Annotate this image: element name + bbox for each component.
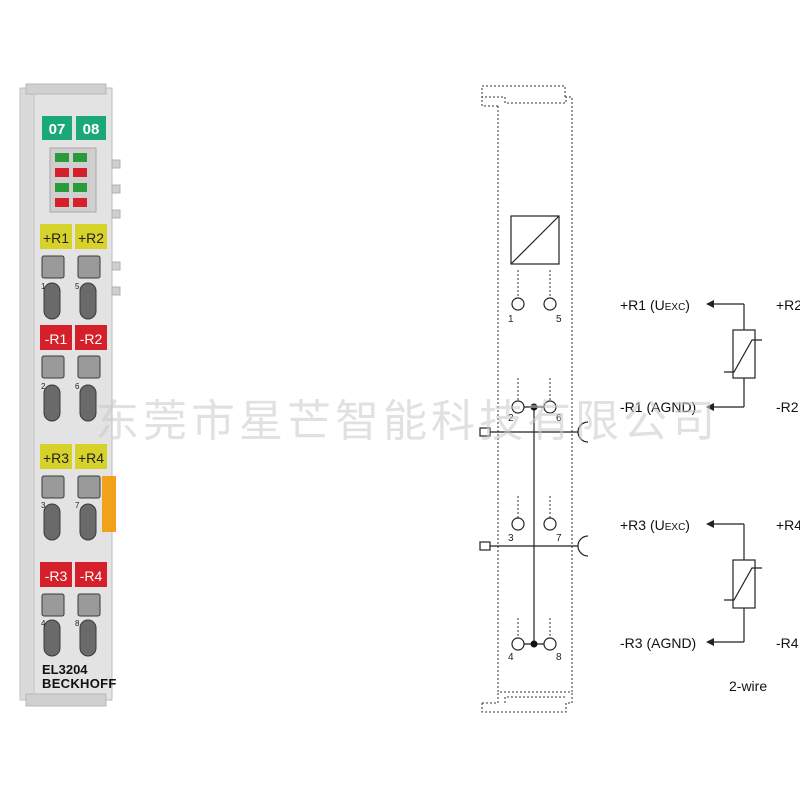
label-r4-minus: -R4 — [776, 635, 799, 651]
label-08-box — [76, 116, 106, 140]
svg-text:1: 1 — [508, 314, 514, 325]
label-plus-r3: +R3 — [43, 450, 69, 466]
junction-dot-top — [530, 403, 538, 411]
contact-7 — [543, 517, 557, 531]
contact-5 — [543, 297, 557, 311]
svg-text:5: 5 — [556, 314, 562, 325]
label-08: 08 — [83, 121, 100, 138]
label-plus-r4: +R4 — [78, 450, 104, 466]
label-r3-agnd: -R3 (AGND) — [620, 635, 696, 651]
module-model: EL3204 — [42, 662, 88, 677]
label-plus-r2: +R2 — [78, 230, 104, 246]
label-minus-r4: -R4 — [80, 568, 103, 584]
label-07-box — [42, 116, 72, 140]
internal-schematic — [481, 85, 573, 713]
label-r2-minus: -R2 — [776, 399, 799, 415]
label-minus-r1: -R1 — [45, 331, 68, 347]
schematic-solid — [479, 215, 589, 651]
junction-dot-bottom — [530, 640, 538, 648]
led-indicators — [55, 153, 87, 207]
svg-text:6: 6 — [556, 413, 562, 424]
schematic-terminal-numbers: 1 5 2 6 3 7 4 8 — [508, 314, 562, 663]
wiring-diagram: +R1 (UEXC) +R2 -R1 (AGND) -R2 +R3 (UEXC)… — [620, 297, 800, 694]
svg-text:7: 7 — [556, 533, 562, 544]
svg-text:1: 1 — [41, 282, 46, 291]
module-contact-numbers: 1 5 2 6 3 7 4 8 — [41, 282, 80, 628]
svg-text:8: 8 — [556, 652, 562, 663]
module-outline — [481, 85, 573, 693]
label-r3-uexc: +R3 (UEXC) — [620, 517, 690, 533]
side-contacts — [111, 159, 121, 296]
arrow-r3-plus — [706, 520, 714, 528]
contact-2 — [511, 400, 525, 414]
label-minus-r3: -R3 — [45, 568, 68, 584]
arrow-r1-minus — [706, 403, 714, 411]
contact-1 — [511, 297, 525, 311]
label-07: 07 — [49, 121, 66, 138]
contact-8 — [543, 637, 557, 651]
brand-logo: BECKHOFF — [42, 676, 117, 691]
label-r1-uexc: +R1 (UEXC) — [620, 297, 690, 313]
svg-text:4: 4 — [508, 652, 514, 663]
svg-text:2: 2 — [41, 382, 46, 391]
spring-terminals — [41, 255, 101, 657]
svg-text:4: 4 — [41, 619, 46, 628]
label-r4-plus: +R4 — [776, 517, 800, 533]
svg-text:3: 3 — [508, 533, 514, 544]
module-left-rail — [19, 87, 35, 701]
rtd-sensor-2 — [732, 559, 756, 609]
label-r1-agnd: -R1 (AGND) — [620, 399, 696, 415]
caption-2-wire: 2-wire — [729, 678, 767, 694]
contact-3 — [511, 517, 525, 531]
arrow-r1-plus — [706, 300, 714, 308]
contact-6 — [543, 400, 557, 414]
svg-text:3: 3 — [41, 501, 46, 510]
module-top-cap — [25, 83, 107, 95]
svg-text:5: 5 — [75, 282, 80, 291]
orange-latch — [102, 476, 116, 532]
svg-text:6: 6 — [75, 382, 80, 391]
label-minus-r2: -R2 — [80, 331, 103, 347]
svg-text:2: 2 — [508, 413, 514, 424]
contact-4 — [511, 637, 525, 651]
module-bottom-cap — [25, 693, 107, 707]
terminal-module: 07 08 +R1 +R2 -R1 -R2 +R3 +R4 -R3 -R4 — [19, 83, 121, 707]
svg-text:7: 7 — [75, 501, 80, 510]
label-plus-r1: +R1 — [43, 230, 69, 246]
module-outline-bottom — [481, 692, 573, 713]
label-r2-plus: +R2 — [776, 297, 800, 313]
svg-text:8: 8 — [75, 619, 80, 628]
arrow-r3-minus — [706, 638, 714, 646]
